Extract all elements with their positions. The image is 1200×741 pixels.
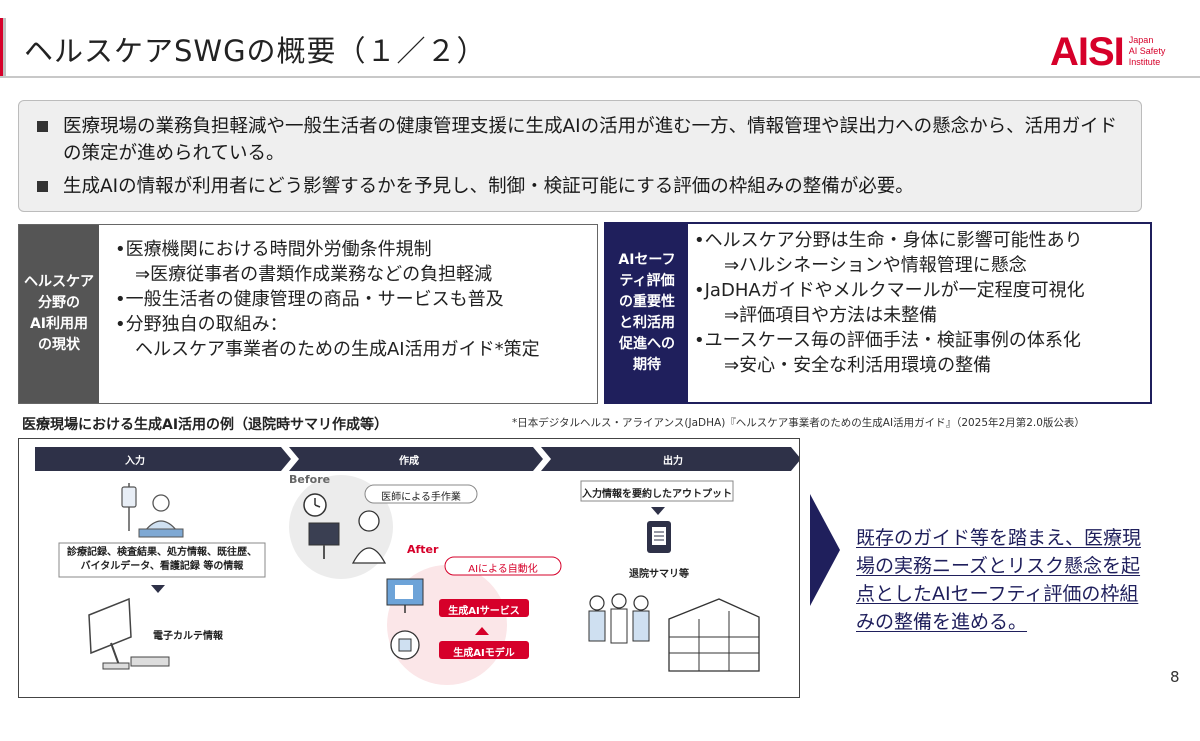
- status-line: ⇒医療従事者の書類作成業務などの負担軽減: [135, 264, 493, 285]
- clock-icon: [303, 493, 327, 517]
- summary-item: 医療現場の業務負担軽減や一般生活者の健康管理支援に生成AIの活用が進む一方、情報…: [37, 113, 1123, 167]
- down-arrow-icon: [151, 585, 165, 593]
- logo-sub-line: Institute: [1128, 57, 1161, 67]
- input-info-text: 診療記録、検査結果、処方情報、既往歴、 バイタルデータ、看護記録 等の情報: [59, 546, 265, 574]
- summary-item: 生成AIの情報が利用者にどう影響するかを予見し、制御・検証可能にする評価の枠組み…: [37, 173, 1123, 200]
- importance-label-line: AIセーフ: [618, 252, 676, 268]
- importance-label: AIセーフ ティ評価 の重要性 と利活用 促進への 期待: [606, 224, 688, 402]
- status-label-line: 分野の: [38, 295, 80, 311]
- status-label-line: ヘルスケア: [24, 274, 94, 290]
- square-bullet-icon: [37, 181, 48, 192]
- summary-text: 医療現場の業務負担軽減や一般生活者の健康管理支援に生成AIの活用が進む一方、情報…: [63, 116, 1118, 164]
- step-bar-input: [35, 447, 291, 471]
- logo-sub-line: AI Safety: [1128, 46, 1166, 56]
- before-desc: 医師による手作業: [381, 492, 461, 503]
- title-underline: [0, 76, 1200, 78]
- aisi-logo: AISI Japan AI Safety Institute: [1050, 32, 1165, 72]
- example-illustration: [35, 447, 799, 685]
- logo-sub-line: Japan: [1128, 35, 1154, 45]
- hospital-building-icon: [668, 598, 760, 672]
- current-status-label: ヘルスケア 分野の AI利用用 の現状: [19, 225, 99, 403]
- step-label-input: 入力: [125, 456, 145, 467]
- footnote: *日本デジタルヘルス・アライアンス(JaDHA)『ヘルスケア事業者のための生成A…: [512, 417, 1085, 429]
- input-info-line: 診療記録、検査結果、処方情報、既往歴、: [67, 547, 257, 558]
- current-status-box: ヘルスケア 分野の AI利用用 の現状 •医療機関における時間外労働条件規制 ⇒…: [18, 224, 598, 404]
- step-bar-output: [541, 447, 799, 471]
- doctor-at-pc-icon: [308, 510, 387, 564]
- ai-brain-icon: [390, 630, 420, 660]
- square-bullet-icon: [37, 121, 48, 132]
- logo-subtitle: Japan AI Safety Institute: [1129, 35, 1166, 68]
- importance-line: ⇒安心・安全な利活用環境の整備: [724, 355, 992, 376]
- ehr-label: 電子カルテ情報: [153, 631, 223, 642]
- status-line: •医療機関における時間外労働条件規制: [115, 239, 432, 260]
- step-bar-create: [289, 447, 543, 471]
- current-status-list: •医療機関における時間外労働条件規制 ⇒医療従事者の書類作成業務などの負担軽減 …: [115, 237, 595, 362]
- down-arrow-icon: [651, 507, 665, 515]
- importance-line: ⇒評価項目や方法は未整備: [724, 305, 938, 326]
- output-doc-label: 退院サマリ等: [629, 569, 689, 580]
- step-label-create: 作成: [399, 456, 419, 467]
- conclusion-text: 既存のガイド等を踏まえ、医療現場の実務ニーズとリスク懸念を起点としたAIセーフテ…: [856, 527, 1142, 633]
- service-label: 生成AIサービス: [448, 606, 520, 617]
- importance-line: •JaDHAガイドやメルクマールが一定程度可視化: [694, 280, 1085, 301]
- input-info-box: [58, 542, 266, 578]
- model-label: 生成AIモデル: [453, 648, 515, 659]
- importance-box: AIセーフ ティ評価 の重要性 と利活用 促進への 期待 •ヘルスケア分野は生命…: [604, 222, 1152, 404]
- status-line: •一般生活者の健康管理の商品・サービスも普及: [115, 289, 504, 310]
- summary-text: 生成AIの情報が利用者にどう影響するかを予見し、制御・検証可能にする評価の枠組み…: [63, 176, 914, 197]
- importance-label-line: 促進への: [619, 336, 675, 352]
- importance-line: ⇒ハルシネーションや情報管理に懸念: [724, 255, 1027, 276]
- importance-label-line: と利活用: [619, 315, 675, 331]
- input-info-line: バイタルデータ、看護記録 等の情報: [80, 561, 244, 572]
- importance-label-line: ティ評価: [619, 273, 675, 289]
- status-label-line: の現状: [38, 337, 80, 353]
- after-label: After: [407, 543, 439, 556]
- ai-monitor-icon: [386, 578, 424, 613]
- service-pill: [439, 599, 529, 617]
- patient-icon: [121, 483, 184, 538]
- after-desc: AIによる自動化: [468, 564, 538, 575]
- page-title: ヘルスケアSWGの概要（１／２）: [24, 34, 487, 68]
- summary-box: 医療現場の業務負担軽減や一般生活者の健康管理支援に生成AIの活用が進む一方、情報…: [18, 100, 1142, 212]
- example-diagram: 入力 作成 出力 診療記録、検査結果、処方情報、既往歴、 バイタルデータ、看護記…: [18, 438, 800, 698]
- before-label: Before: [289, 473, 331, 486]
- model-pill: [439, 641, 529, 659]
- importance-line: •ユースケース毎の評価手法・検証事例の体系化: [694, 330, 1081, 351]
- title-accent-bar: [0, 18, 6, 78]
- ehr-monitor-icon: [88, 597, 170, 670]
- medical-staff-icon: [588, 593, 650, 644]
- status-label-line: AI利用用: [29, 316, 89, 332]
- big-right-arrow-icon: [810, 494, 840, 606]
- importance-label-line: の重要性: [619, 294, 675, 310]
- output-info-text: 入力情報を要約したアウトプット: [582, 489, 732, 500]
- status-line: ヘルスケア事業者のための生成AI活用ガイド*策定: [135, 339, 540, 360]
- importance-list: •ヘルスケア分野は生命・身体に影響可能性あり ⇒ハルシネーションや情報管理に懸念…: [694, 228, 1154, 378]
- example-title: 医療現場における生成AI活用の例（退院時サマリ作成等）: [22, 417, 389, 433]
- step-label-output: 出力: [663, 456, 683, 467]
- page-number: 8: [1170, 668, 1180, 686]
- output-info-box: [580, 480, 734, 502]
- importance-line: •ヘルスケア分野は生命・身体に影響可能性あり: [694, 230, 1083, 251]
- importance-label-line: 期待: [633, 357, 661, 373]
- logo-mark: AISI: [1050, 30, 1125, 74]
- document-tablet-icon: [647, 521, 671, 553]
- status-line: •分野独自の取組み：: [115, 314, 288, 335]
- up-arrow-icon: [475, 627, 489, 635]
